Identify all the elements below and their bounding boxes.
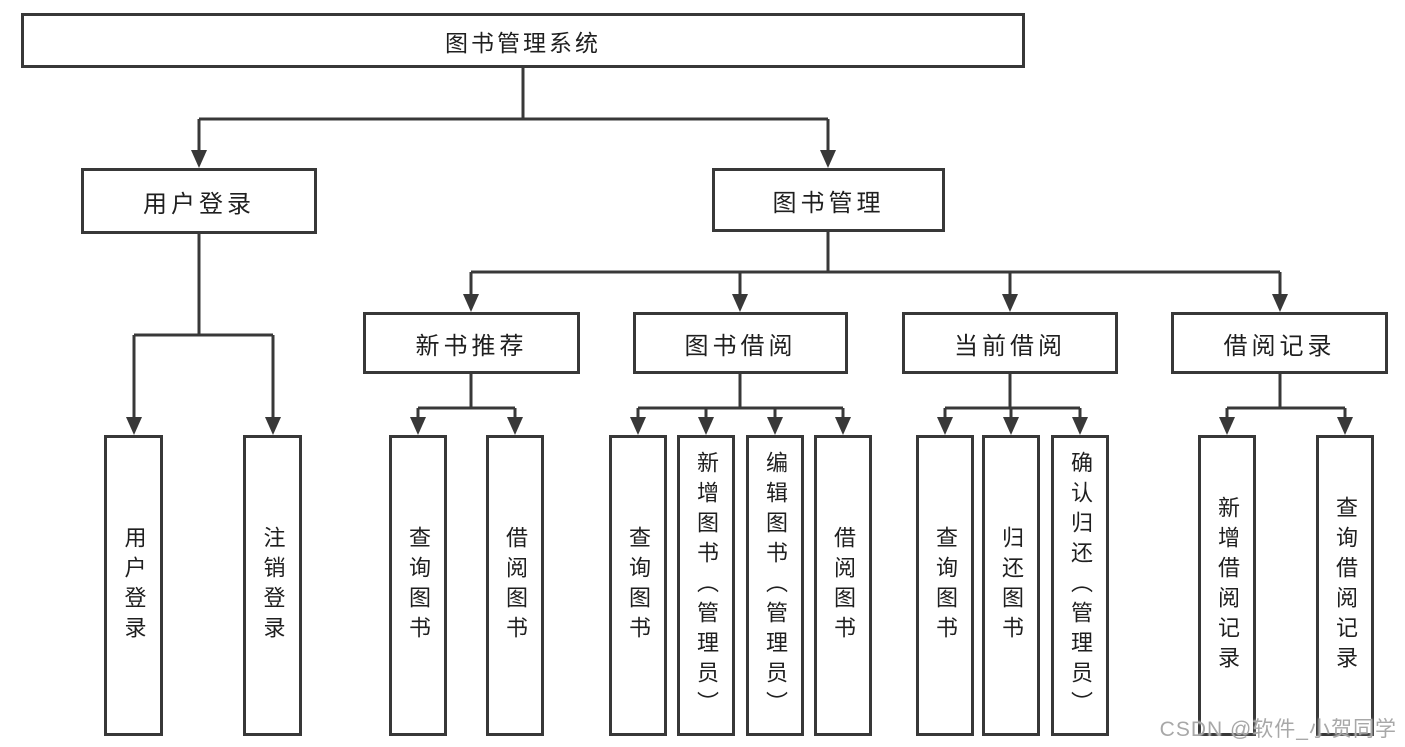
leaf-label: 新增图书（管理员） xyxy=(694,450,719,721)
leaf-newbooks-query-books: 查询图书 xyxy=(389,435,447,736)
leaf-label: 注销登录 xyxy=(260,525,286,646)
leaf-current-confirm-return-admin: 确认归还（管理员） xyxy=(1051,435,1109,736)
leaf-label: 用户登录 xyxy=(121,525,147,646)
connector-root xyxy=(191,68,836,168)
leaf-records-query-borrow-record: 查询借阅记录 xyxy=(1316,435,1374,736)
connector-current-borrow xyxy=(937,374,1088,435)
leaf-label: 确认归还（管理员） xyxy=(1068,450,1093,721)
leaf-label: 借阅图书 xyxy=(503,525,528,646)
connector-book-borrow xyxy=(630,374,851,435)
connector-borrow-records xyxy=(1219,374,1353,435)
leaf-label: 查询图书 xyxy=(406,525,431,646)
connector-user-login xyxy=(126,234,281,435)
leaf-label: 借阅图书 xyxy=(831,525,856,646)
leaf-label: 新增借阅记录 xyxy=(1215,495,1240,676)
leaf-records-add-borrow-record: 新增借阅记录 xyxy=(1198,435,1256,736)
node-book-management: 图书管理 xyxy=(712,168,945,232)
connector-new-book-recommend xyxy=(410,374,523,435)
leaf-newbooks-borrow-books: 借阅图书 xyxy=(486,435,544,736)
node-book-borrow: 图书借阅 xyxy=(633,312,848,374)
leaf-current-query-books: 查询图书 xyxy=(916,435,974,736)
leaf-label: 归还图书 xyxy=(999,525,1024,646)
leaf-user-login: 用户登录 xyxy=(104,435,163,736)
node-user-login: 用户登录 xyxy=(81,168,317,234)
leaf-borrow-add-books-admin: 新增图书（管理员） xyxy=(677,435,735,736)
leaf-label: 查询图书 xyxy=(626,525,651,646)
node-new-book-recommend: 新书推荐 xyxy=(363,312,580,374)
leaf-borrow-edit-books-admin: 编辑图书（管理员） xyxy=(746,435,804,736)
leaf-label: 查询图书 xyxy=(933,525,958,646)
leaf-borrow-query-books: 查询图书 xyxy=(609,435,667,736)
leaf-borrow-borrow-books: 借阅图书 xyxy=(814,435,872,736)
node-borrow-records: 借阅记录 xyxy=(1171,312,1388,374)
leaf-logout: 注销登录 xyxy=(243,435,302,736)
connector-book-management xyxy=(463,232,1288,312)
leaf-label: 查询借阅记录 xyxy=(1333,495,1358,676)
node-root: 图书管理系统 xyxy=(21,13,1025,68)
leaf-label: 编辑图书（管理员） xyxy=(763,450,788,721)
node-current-borrow: 当前借阅 xyxy=(902,312,1118,374)
leaf-current-return-books: 归还图书 xyxy=(982,435,1040,736)
csdn-watermark: CSDN @软件_小贺同学 xyxy=(1159,718,1397,741)
